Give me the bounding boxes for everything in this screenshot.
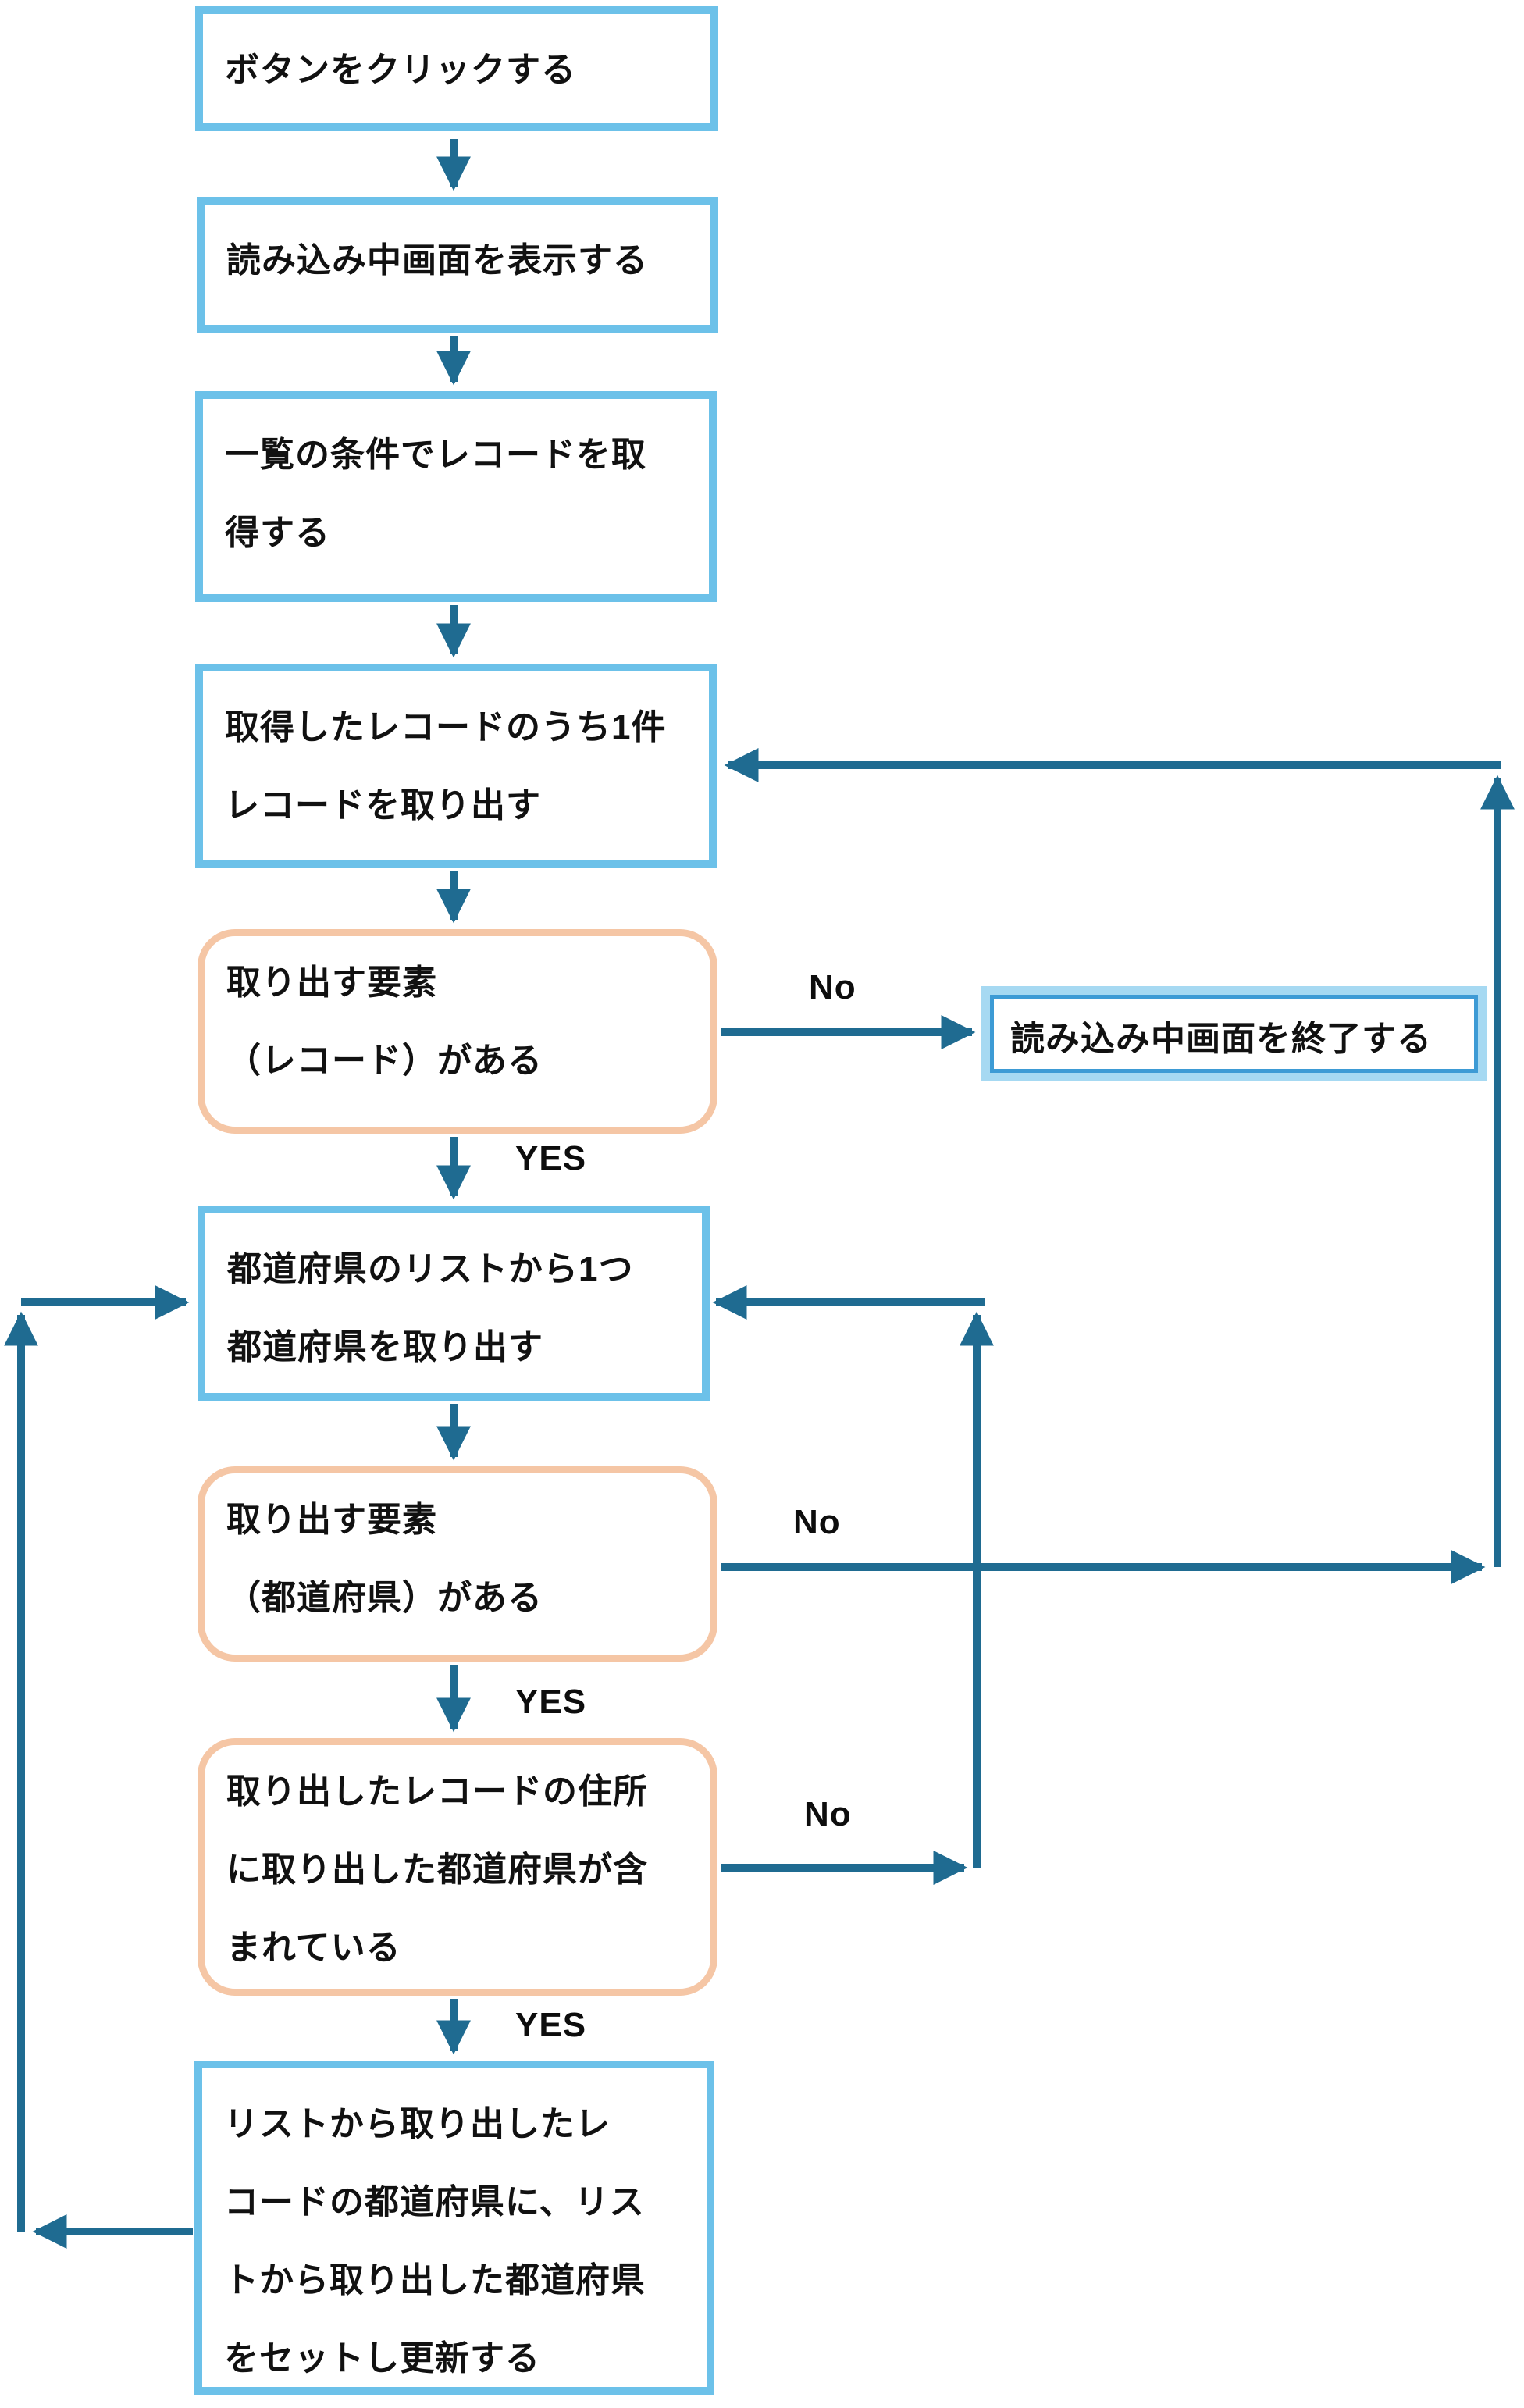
node-show-loading: 読み込み中画面を表示する [197,197,718,333]
node-fetch-records: 一覧の条件でレコードを取 得する [195,391,717,602]
edge-label-contains-no: No [804,1795,852,1833]
edge-label-has-pref-yes: YES [515,1683,587,1721]
node-take-one-record: 取得したレコードのうち1件 レコードを取り出す [195,664,717,868]
node-addr-contains-decision: 取り出したレコードの住所 に取り出した都道府県が含 まれている [198,1738,717,1996]
node-take-one-pref: 都道府県のリストから1つ 都道府県を取り出す [198,1206,710,1401]
node-end-loading: 読み込み中画面を終了する [981,986,1487,1081]
node-has-pref-decision: 取り出す要素 （都道府県）がある [198,1466,717,1662]
edge-label-has-pref-no: No [793,1503,841,1541]
edge-label-contains-yes: YES [515,2006,587,2044]
node-has-record-decision: 取り出す要素 （レコード）がある [198,929,717,1134]
node-click-button: ボタンをクリックする [195,6,718,131]
edge-label-has-record-yes: YES [515,1139,587,1177]
node-update-record: リストから取り出したレ コードの都道府県に、リス トから取り出した都道府県 をセ… [194,2061,714,2395]
edge-label-has-record-no: No [809,968,856,1006]
